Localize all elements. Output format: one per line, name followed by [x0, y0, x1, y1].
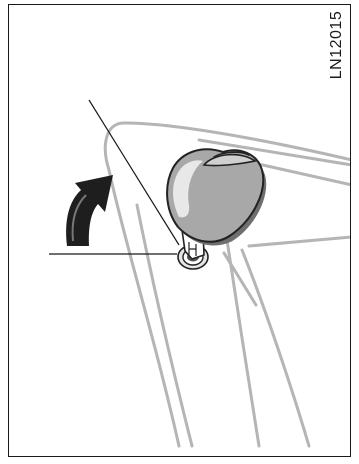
- pillar-line-right: [242, 250, 309, 446]
- key-diagram: [9, 5, 351, 457]
- figure-code: LN12015: [326, 13, 348, 77]
- dash-line: [249, 237, 351, 246]
- figure-code-label: LN12015: [328, 11, 346, 79]
- key: [167, 149, 266, 259]
- figure-frame: LN12015: [8, 4, 351, 457]
- rotation-arrow: [66, 175, 113, 246]
- pillar-line-mid: [224, 253, 256, 305]
- pillar-line-left: [227, 240, 259, 446]
